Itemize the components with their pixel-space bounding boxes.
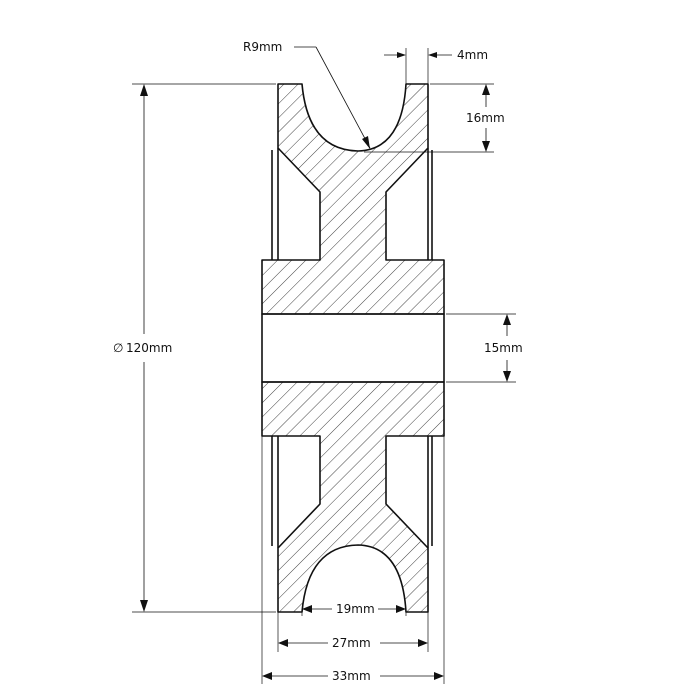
upper-web-section bbox=[261, 83, 445, 315]
groove-radius-label: R9mm bbox=[243, 40, 282, 54]
outer-diameter-label: 120mm bbox=[126, 341, 172, 355]
diameter-symbol: ∅ bbox=[113, 341, 123, 355]
flange-width-dimension: 27mm bbox=[277, 612, 429, 652]
flange-lip-dimension: 4mm bbox=[384, 48, 488, 84]
hub-width-label: 33mm bbox=[332, 669, 371, 683]
lower-web-section bbox=[261, 381, 445, 613]
groove-depth-label: 16mm bbox=[466, 111, 505, 125]
flange-lip-label: 4mm bbox=[457, 48, 488, 62]
hub-width-dimension: 33mm bbox=[261, 436, 445, 684]
diameter-dimension: ∅ 120mm bbox=[113, 83, 276, 613]
groove-width-label: 19mm bbox=[336, 602, 375, 616]
bore-label: 15mm bbox=[484, 341, 523, 355]
groove-depth-dimension: 16mm bbox=[364, 83, 505, 153]
groove-width-dimension: 19mm bbox=[301, 602, 407, 616]
bore-section bbox=[261, 313, 445, 383]
bore-dimension: 15mm bbox=[446, 313, 523, 383]
groove-radius-dimension: R9mm bbox=[243, 40, 371, 149]
flange-width-label: 27mm bbox=[332, 636, 371, 650]
